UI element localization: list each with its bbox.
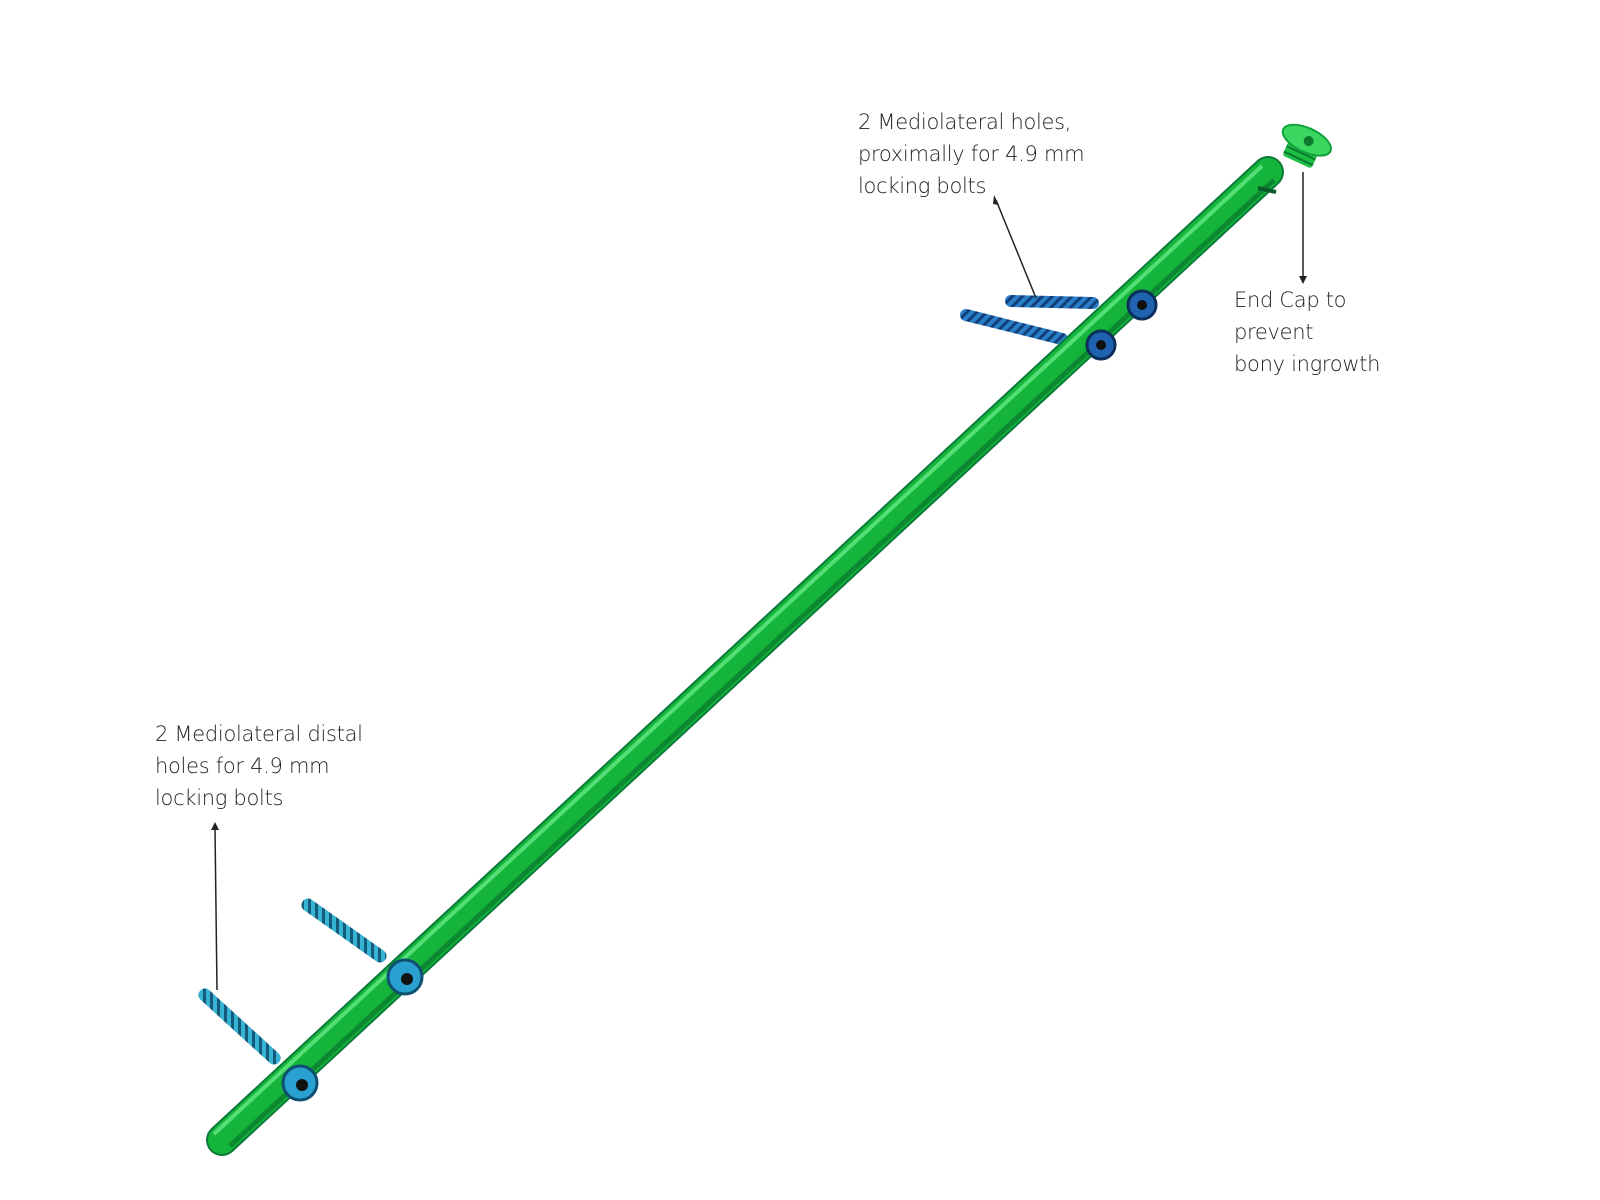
label-line: 2 Mediolateral distal: [155, 722, 363, 746]
label-line: bony ingrowth: [1234, 352, 1381, 376]
proximal-locking-bolt: [960, 309, 1068, 345]
proximal-locking-bolt: [1005, 295, 1099, 309]
end-cap-label: End Cap to prevent bony ingrowth: [1234, 284, 1380, 380]
nail-rod: [206, 156, 1284, 1156]
distal-locking-bolt: [198, 988, 281, 1065]
distal-arrow: [211, 822, 219, 991]
label-line: holes for 4.9 mm: [155, 754, 330, 778]
bolt-head: [386, 958, 424, 996]
distal-locking-bolt: [301, 898, 387, 963]
bolt-head: [281, 1064, 319, 1102]
end-cap-arrow: [1299, 172, 1307, 284]
label-line: 2 Mediolateral holes,: [858, 110, 1072, 134]
bolt-head: [1126, 289, 1158, 321]
proximal-arrow: [993, 195, 1037, 299]
label-line: prevent: [1234, 320, 1314, 344]
end-cap: [1281, 123, 1332, 168]
distal-holes-label: 2 Mediolateral distal holes for 4.9 mm l…: [155, 718, 363, 814]
label-line: proximally for 4.9 mm: [858, 142, 1085, 166]
proximal-holes-label: 2 Mediolateral holes, proximally for 4.9…: [858, 106, 1085, 202]
label-line: locking bolts: [155, 786, 284, 810]
bolt-head: [1085, 329, 1117, 361]
label-line: locking bolts: [858, 174, 987, 198]
label-line: End Cap to: [1234, 288, 1347, 312]
